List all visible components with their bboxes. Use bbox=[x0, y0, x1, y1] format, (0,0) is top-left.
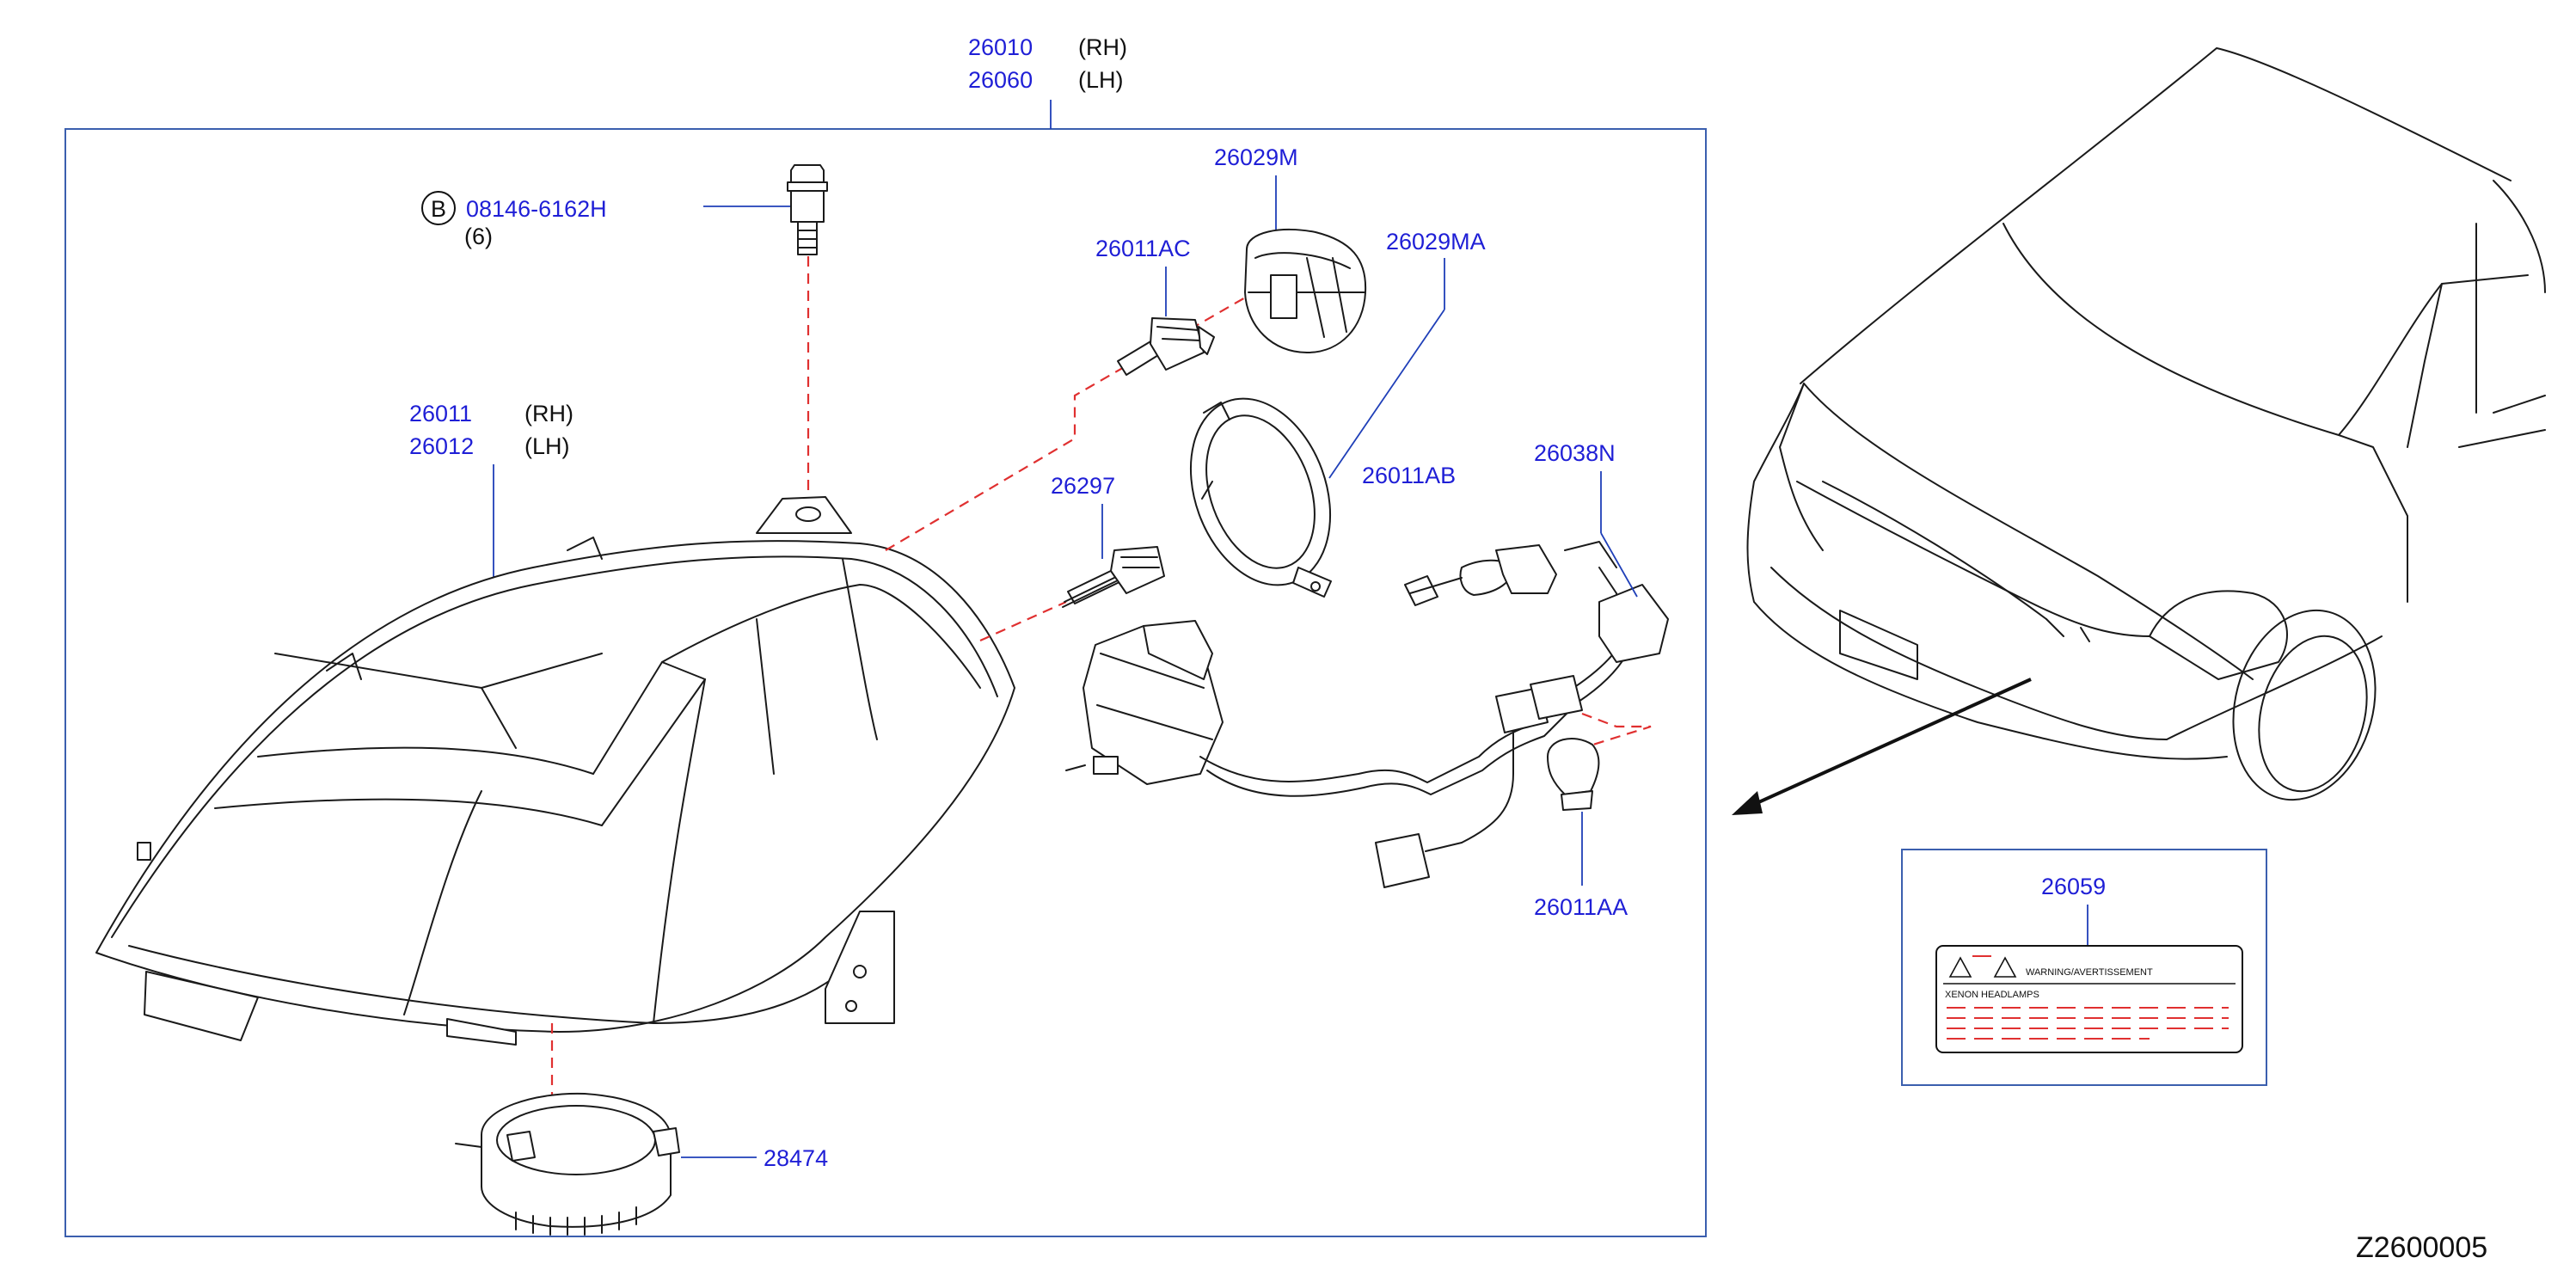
label-card: WARNING/AVERTISSEMENT XENON HEADLAMPS bbox=[1935, 945, 2243, 1053]
bolt-badge: B bbox=[431, 196, 446, 222]
socket-cap-part[interactable]: 26029M bbox=[1214, 144, 1298, 170]
label-line1: XENON bbox=[1945, 990, 1978, 1000]
wedge-bulb-drawing bbox=[1547, 737, 1600, 811]
bolt-drawing bbox=[787, 164, 828, 255]
housing-lh-side: (LH) bbox=[524, 433, 570, 459]
assembly-frame bbox=[64, 128, 1707, 1237]
assembly-lh-part[interactable]: 26060 bbox=[968, 67, 1033, 93]
bulb-dash-lower bbox=[979, 600, 1067, 642]
assembly-rh-part[interactable]: 26010 bbox=[968, 34, 1033, 60]
ballast-cap-part[interactable]: 28474 bbox=[764, 1145, 828, 1171]
caution-triangle-icon bbox=[1993, 956, 2017, 978]
side-bulb-part[interactable]: 26011AB bbox=[1362, 463, 1456, 488]
housing-lh-part[interactable]: 26012 bbox=[409, 433, 474, 459]
wedge-bulb-part[interactable]: 26011AA bbox=[1534, 894, 1628, 920]
wedge-dash bbox=[1581, 712, 1652, 750]
ballast-drawing bbox=[1065, 541, 1669, 888]
harness-part[interactable]: 26038N bbox=[1534, 440, 1616, 466]
label-title: WARNING/AVERTISSEMENT bbox=[2026, 967, 2153, 978]
bolt-part[interactable]: 08146-6162H bbox=[466, 196, 607, 222]
harness-leader-diag bbox=[1600, 532, 1638, 598]
warning-triangle-icon bbox=[1948, 956, 1972, 978]
label-part[interactable]: 26059 bbox=[2041, 874, 2106, 899]
label-frame bbox=[1901, 849, 2267, 1086]
assembly-lh-side: (LH) bbox=[1078, 67, 1124, 93]
retainer-ring-drawing bbox=[1189, 397, 1332, 598]
car-sketch bbox=[1746, 47, 2546, 801]
headlamp-housing bbox=[95, 496, 1015, 1046]
bolt-badge-circle bbox=[421, 191, 456, 225]
assembly-rh-side: (RH) bbox=[1078, 34, 1127, 60]
car-arrow-line bbox=[1745, 678, 2032, 810]
side-bulb-drawing bbox=[1404, 544, 1557, 606]
xenon-bulb-drawing bbox=[1062, 546, 1165, 608]
label-line2: HEADLAMPS bbox=[1981, 990, 2039, 1000]
xenon-bulb-part[interactable]: 26297 bbox=[1051, 473, 1115, 499]
housing-rh-side: (RH) bbox=[524, 401, 573, 426]
socket-cap-drawing bbox=[1244, 228, 1367, 353]
reference-code: Z2600005 bbox=[2356, 1231, 2487, 1264]
ballast-cap-drawing bbox=[455, 1092, 680, 1236]
housing-rh-part[interactable]: 26011 bbox=[409, 401, 472, 426]
retainer-ring-part[interactable]: 26029MA bbox=[1386, 229, 1486, 255]
bulb-hb-part[interactable]: 26011AC bbox=[1095, 236, 1191, 261]
car-arrow-head bbox=[1732, 791, 1763, 815]
bolt-qty: (6) bbox=[464, 224, 493, 249]
retainer-ring-leader-diag bbox=[1328, 309, 1445, 479]
bulb-hb-drawing bbox=[1117, 317, 1215, 376]
